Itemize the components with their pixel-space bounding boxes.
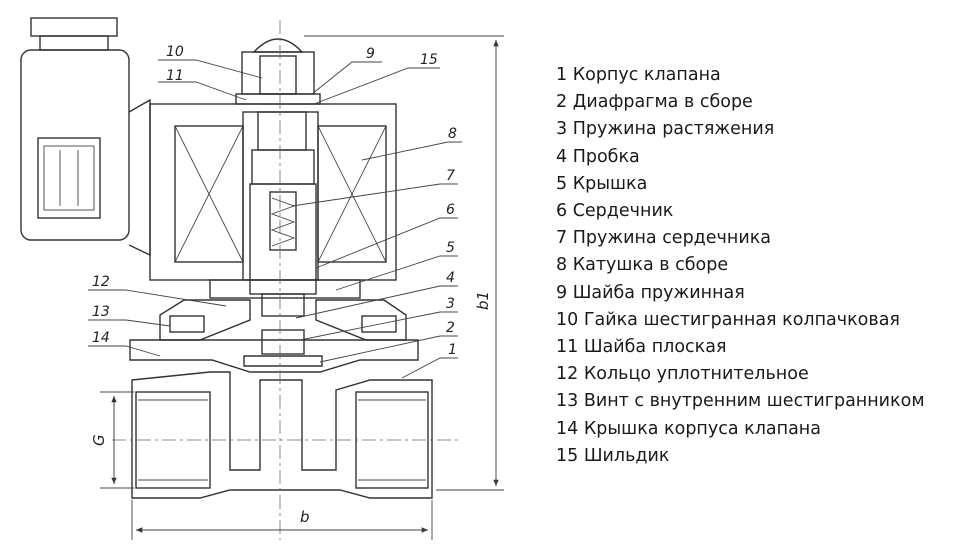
callout-7: 7 [446,168,455,184]
callout-4: 4 [446,270,455,286]
legend-item: 4 Пробка [556,146,640,167]
valve-body [131,371,433,499]
valve-cross-section-drawing: b G b1 10 11 9 15 8 7 6 5 4 [20,17,504,540]
legend-item: 5 Крышка [556,173,648,194]
body-cover [129,329,419,373]
dimension-b: b [131,500,433,540]
legend-item: 14 Крышка корпуса клапана [556,418,821,439]
legend-item: 13 Винт с внутренним шестигранником [556,391,925,412]
connector-box [20,17,151,257]
parts-legend: 1 Корпус клапана 2 Диафрагма в сборе 3 П… [556,62,925,470]
callout-8: 8 [448,126,457,142]
dimension-b1: b1 [304,35,504,491]
callout-11: 11 [166,68,184,84]
dim-G-label: G [90,434,108,446]
legend-item: 7 Пружина сердечника [556,228,771,249]
legend-item: 8 Катушка в сборе [556,255,729,276]
legend-item: 11 Шайба плоская [556,337,727,358]
callout-13: 13 [92,304,110,320]
callout-3: 3 [446,296,455,312]
legend-item: 10 Гайка шестигранная колпачковая [556,309,900,330]
callout-12: 12 [92,274,110,290]
callout-2: 2 [446,320,455,336]
callout-15: 15 [420,52,438,68]
dimension-G: G [90,391,134,489]
callout-14: 14 [92,330,110,346]
legend-item: 6 Сердечник [556,201,674,222]
legend-item: 3 Пружина растяжения [556,119,775,140]
dim-b-label: b [300,508,310,526]
leader-lines [88,59,462,379]
callout-5: 5 [446,240,455,256]
callout-6: 6 [446,202,455,218]
core-assembly [249,111,317,317]
cap-nut [235,38,321,105]
lower-cover [159,279,407,341]
legend-item: 15 Шильдик [556,445,670,466]
callout-10: 10 [166,44,184,60]
legend-item: 9 Шайба пружинная [556,282,745,303]
callout-1: 1 [448,342,457,358]
legend-item: 1 Корпус клапана [556,65,721,85]
legend-item: 12 Кольцо уплотнительное [556,364,809,385]
callout-9: 9 [366,46,375,62]
dim-b1-label: b1 [474,291,492,310]
legend-item: 2 Диафрагма в сборе [556,92,753,113]
